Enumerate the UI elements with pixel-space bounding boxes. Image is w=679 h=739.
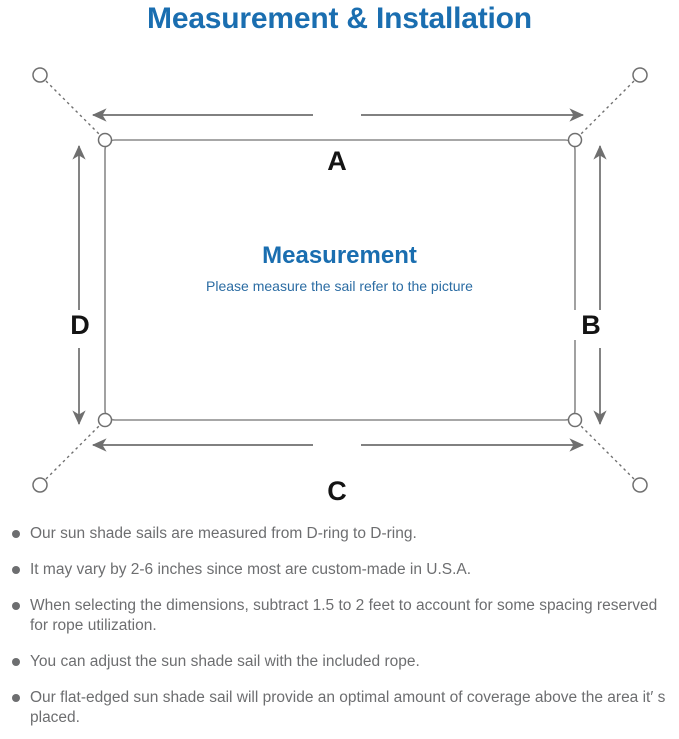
bullet-icon bbox=[12, 530, 20, 538]
bullet-icon bbox=[12, 602, 20, 610]
rope-line-bottom-right bbox=[576, 421, 640, 485]
page-title: Measurement & Installation bbox=[147, 2, 532, 35]
anchor-ring-bottom-left bbox=[32, 477, 48, 493]
anchor-ring-bottom-right bbox=[632, 477, 648, 493]
bullet-icon bbox=[12, 566, 20, 574]
note-text: Our flat-edged sun shade sail will provi… bbox=[30, 689, 666, 726]
rope-line-bottom-left bbox=[40, 421, 104, 485]
d-ring-top-left bbox=[97, 132, 113, 148]
bullet-icon bbox=[12, 658, 20, 666]
rope-line-top-left bbox=[40, 75, 104, 139]
list-item: When selecting the dimensions, subtract … bbox=[0, 596, 679, 636]
diagram-svg bbox=[32, 67, 648, 493]
anchor-ring-top-right bbox=[632, 67, 648, 83]
d-ring-bottom-right bbox=[567, 412, 583, 428]
bullet-icon bbox=[12, 694, 20, 702]
diagram-center-subtext: Please measure the sail refer to the pic… bbox=[206, 278, 473, 294]
notes-list: Our sun shade sails are measured from D-… bbox=[0, 524, 679, 728]
list-item: Our sun shade sails are measured from D-… bbox=[0, 524, 679, 544]
note-text: It may vary by 2-6 inches since most are… bbox=[30, 561, 472, 578]
shade-sail-body bbox=[104, 139, 576, 421]
list-item: Our flat-edged sun shade sail will provi… bbox=[0, 688, 679, 728]
dimension-label-b: B bbox=[573, 310, 609, 340]
note-text: You can adjust the sun shade sail with t… bbox=[30, 653, 420, 670]
list-item: It may vary by 2-6 inches since most are… bbox=[0, 560, 679, 580]
dimension-label-a: A bbox=[313, 146, 361, 176]
d-ring-top-right bbox=[567, 132, 583, 148]
note-text: Our sun shade sails are measured from D-… bbox=[30, 525, 417, 542]
rope-line-top-right bbox=[576, 75, 640, 139]
diagram-center-heading: Measurement bbox=[262, 242, 417, 269]
dimension-label-d: D bbox=[62, 310, 98, 340]
anchor-ring-top-left bbox=[32, 67, 48, 83]
note-text: When selecting the dimensions, subtract … bbox=[30, 597, 658, 634]
d-ring-bottom-left bbox=[97, 412, 113, 428]
dimension-label-c: C bbox=[313, 476, 361, 506]
list-item: You can adjust the sun shade sail with t… bbox=[0, 652, 679, 672]
measurement-diagram: A B C D bbox=[0, 48, 679, 518]
